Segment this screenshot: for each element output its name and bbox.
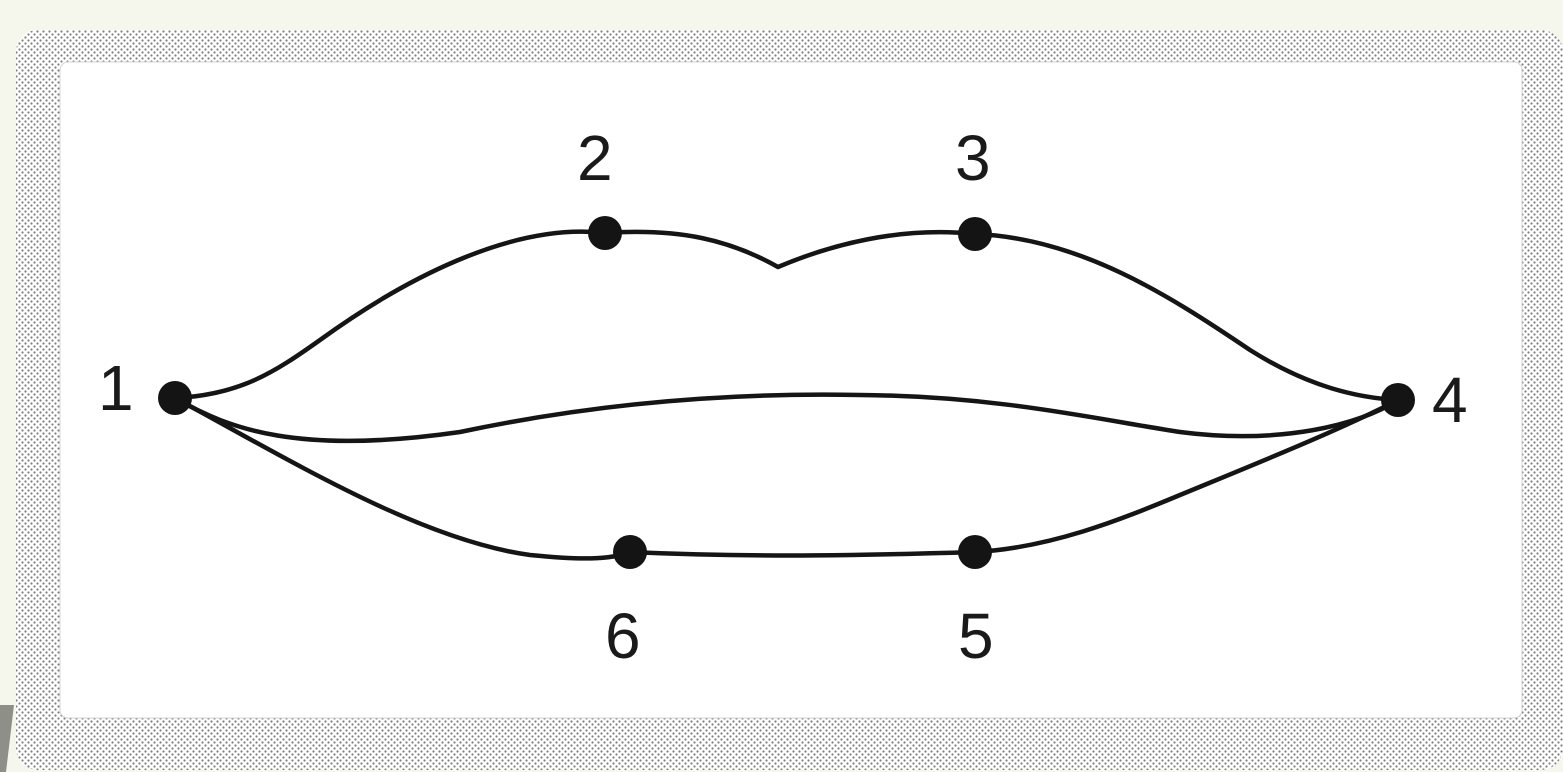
landmark-label-4: 4 — [1432, 364, 1468, 436]
landmark-label-1: 1 — [98, 352, 134, 424]
diagram-panel — [60, 62, 1522, 718]
landmark-point-5 — [958, 535, 992, 569]
landmark-label-6: 6 — [605, 600, 641, 672]
landmark-point-1 — [158, 381, 192, 415]
landmark-label-5: 5 — [958, 600, 994, 672]
landmark-point-6 — [613, 535, 647, 569]
landmark-point-3 — [958, 217, 992, 251]
landmark-label-3: 3 — [955, 122, 991, 194]
landmark-label-2: 2 — [577, 122, 613, 194]
landmark-point-2 — [588, 216, 622, 250]
landmark-point-4 — [1381, 383, 1415, 417]
